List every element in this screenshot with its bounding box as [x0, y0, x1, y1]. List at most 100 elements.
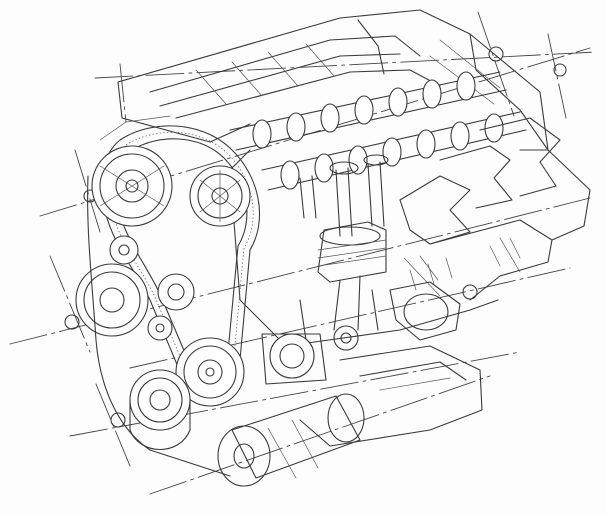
camshaft-lower — [261, 111, 527, 191]
intake-cross-lines — [403, 237, 521, 297]
alternator-pulley — [75, 263, 149, 337]
cam-lobe-14 — [484, 113, 504, 143]
small-pulley-rim — [147, 315, 173, 341]
connecting-rod-big-end — [333, 325, 359, 351]
tensioner-pulley — [157, 273, 195, 311]
harmonic-balancer-ring — [137, 377, 183, 423]
tensioner-pulley-rim — [157, 273, 195, 311]
axis-line-top — [94, 51, 597, 79]
tensioner-pulley-hub — [167, 283, 185, 301]
piston-crown — [317, 221, 387, 283]
intake-manifold — [399, 117, 591, 301]
camshaft-upper-bottom-line — [235, 89, 507, 151]
axis-line-bottom — [149, 375, 491, 495]
connecting-rod — [333, 275, 361, 331]
crankshaft-pulley-hub — [197, 359, 223, 385]
valve-cover-front-edge — [117, 81, 251, 143]
harmonic-balancer-hub — [149, 389, 171, 411]
oil-pan-inner-edge — [359, 361, 467, 381]
intake-hatch-lines — [409, 237, 521, 291]
oil-pan-seam — [379, 377, 451, 391]
cam-lobe-13 — [450, 121, 470, 151]
valve-stem-1 — [299, 175, 317, 219]
idler-pulley — [109, 235, 139, 265]
crankshaft-pulley-rim — [175, 337, 245, 407]
valve-cover-ridge-3 — [175, 69, 441, 119]
axis-line-vertical-top-left — [119, 63, 127, 123]
camshaft-upper — [229, 71, 507, 151]
axis-marker-right — [553, 63, 567, 77]
cam-pulley-groove — [99, 153, 165, 219]
cam-pulley-bolt — [125, 179, 139, 193]
axis-line-vertical-right-b — [547, 33, 567, 119]
valve-cover — [117, 9, 549, 151]
axis-marker-lower-left — [110, 412, 126, 428]
crankshaft-pulley-groove — [183, 345, 237, 399]
valve-cover-side-seam — [357, 19, 385, 75]
valve-cover-ribs — [195, 43, 335, 105]
intake-runner-2 — [439, 145, 513, 209]
cam-lobe-7 — [456, 71, 476, 101]
axis-marker-crank-right — [462, 284, 478, 300]
block-boss — [389, 281, 461, 341]
cam-pulley-spokes — [99, 165, 165, 207]
axis-line-vertical-right-a — [477, 11, 515, 117]
starter-end-cap — [217, 425, 271, 487]
cam-lobe-4 — [354, 95, 374, 125]
starter-body — [231, 395, 361, 479]
oil-pan-outline — [299, 345, 483, 447]
front-cover-top-edge — [99, 115, 171, 141]
valve-cover-ridge-1 — [149, 35, 421, 93]
water-pump-housing — [261, 333, 327, 385]
cam-lobe-6 — [422, 79, 442, 109]
harmonic-balancer-rim — [129, 369, 191, 431]
front-cover-bottom-edge — [149, 449, 231, 477]
cam-lobe-1 — [252, 119, 272, 149]
axis-marker-top-right — [488, 46, 504, 62]
water-pump-hub — [279, 343, 305, 369]
intake-runner-1 — [399, 175, 471, 245]
cam-pulley-2-spokes — [199, 169, 241, 223]
cam-pulley — [91, 145, 173, 227]
axis-marker-middle-left — [64, 314, 80, 330]
cam-lobe-5 — [388, 87, 408, 117]
cam-pulley-2 — [189, 165, 251, 227]
valve-train — [299, 154, 389, 351]
starter-end-hub — [233, 443, 255, 469]
intake-runner-3 — [479, 117, 561, 197]
cam-lobe-8 — [280, 160, 300, 190]
cam-lobe-11 — [382, 137, 402, 167]
water-pump-pulley — [269, 333, 315, 379]
cam-lobe-2 — [286, 112, 306, 142]
alternator-pulley-rim — [75, 263, 149, 337]
cam-lobe-10 — [348, 145, 368, 175]
small-pulley — [147, 315, 173, 341]
cam-lobe-3 — [320, 103, 340, 133]
oil-pan — [299, 345, 483, 447]
axis-line-middle — [9, 197, 591, 345]
harmonic-balancer-depth — [129, 399, 191, 451]
block-lower-edge — [285, 299, 499, 347]
front-cover — [87, 115, 231, 477]
crankshaft-pulley-bolt — [205, 367, 215, 377]
block-bore — [403, 293, 449, 331]
alternator-pulley-hub — [99, 287, 125, 313]
front-cover-left-edge — [87, 175, 151, 451]
axis-line-vertical-left-mid — [49, 255, 91, 353]
alternator-pulley-groove — [83, 271, 141, 329]
valve-cover-rear-edge — [469, 33, 549, 151]
starter-band-lines — [267, 419, 319, 479]
block-ribs — [299, 289, 379, 341]
small-pulley-hub — [155, 323, 165, 333]
harmonic-balancer — [129, 369, 191, 451]
intake-plenum — [429, 219, 553, 301]
intake-rear-flange — [547, 149, 591, 241]
idler-pulley-hub — [118, 244, 130, 256]
starter-motor — [217, 393, 365, 487]
piston-rings — [317, 239, 387, 267]
cam-lobe-9 — [314, 153, 334, 183]
cam-lobe-12 — [416, 129, 436, 159]
idler-pulley-rim — [109, 235, 139, 265]
